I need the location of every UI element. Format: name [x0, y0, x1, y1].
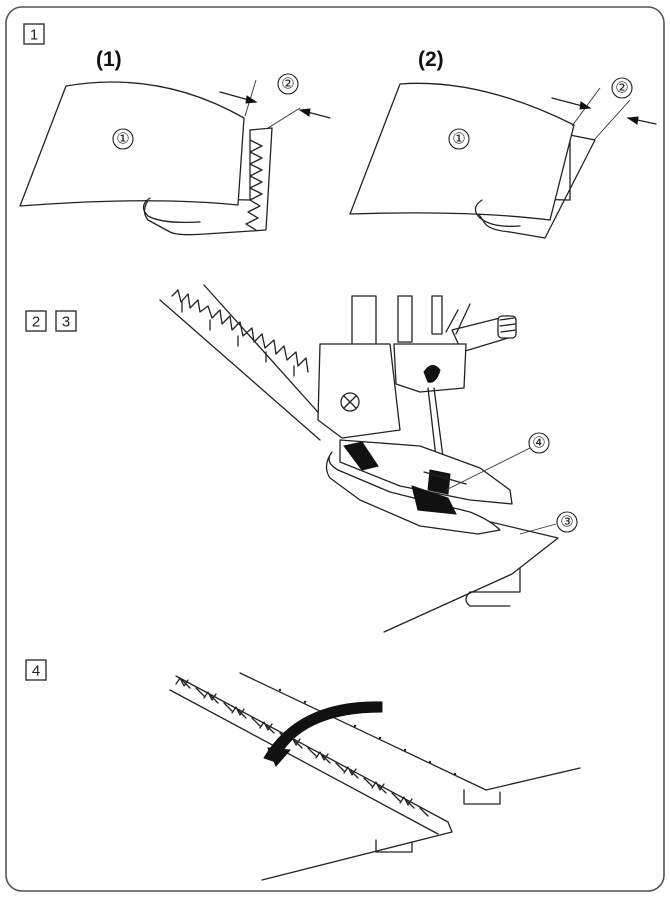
svg-text:②: ②	[615, 80, 628, 97]
step-1-number: 1	[30, 27, 38, 44]
svg-text:②: ②	[281, 76, 294, 93]
sewing-presser-foot-illustration	[159, 284, 559, 633]
svg-text:①: ①	[116, 131, 129, 148]
callout-allowance-1: ②	[277, 73, 299, 95]
svg-text:④: ④	[532, 435, 545, 452]
figure-1-folded-fabric	[19, 79, 331, 236]
figure-2-label: (2)	[418, 48, 444, 71]
page-frame	[5, 6, 665, 892]
callout-fabric-1: ①	[112, 128, 134, 150]
figure-1-label: (1)	[96, 48, 122, 71]
step-4-marker: 4	[25, 659, 47, 681]
callout-guide: ④	[528, 432, 550, 454]
svg-text:③: ③	[560, 514, 573, 531]
callout-allowance-2: ②	[611, 77, 633, 99]
step-4-number: 4	[32, 663, 40, 680]
callout-fabric-2: ①	[448, 128, 470, 150]
unfolded-hem-illustration	[169, 672, 581, 881]
step-3-number: 3	[62, 314, 70, 331]
figure-2-folded-fabric	[349, 82, 657, 239]
step-2-marker: 2	[25, 310, 47, 332]
callout-fold-edge: ③	[556, 511, 578, 533]
step-2-number: 2	[32, 314, 40, 331]
step-1-marker: 1	[23, 23, 45, 45]
step-3-marker: 3	[55, 310, 77, 332]
svg-text:①: ①	[452, 131, 465, 148]
